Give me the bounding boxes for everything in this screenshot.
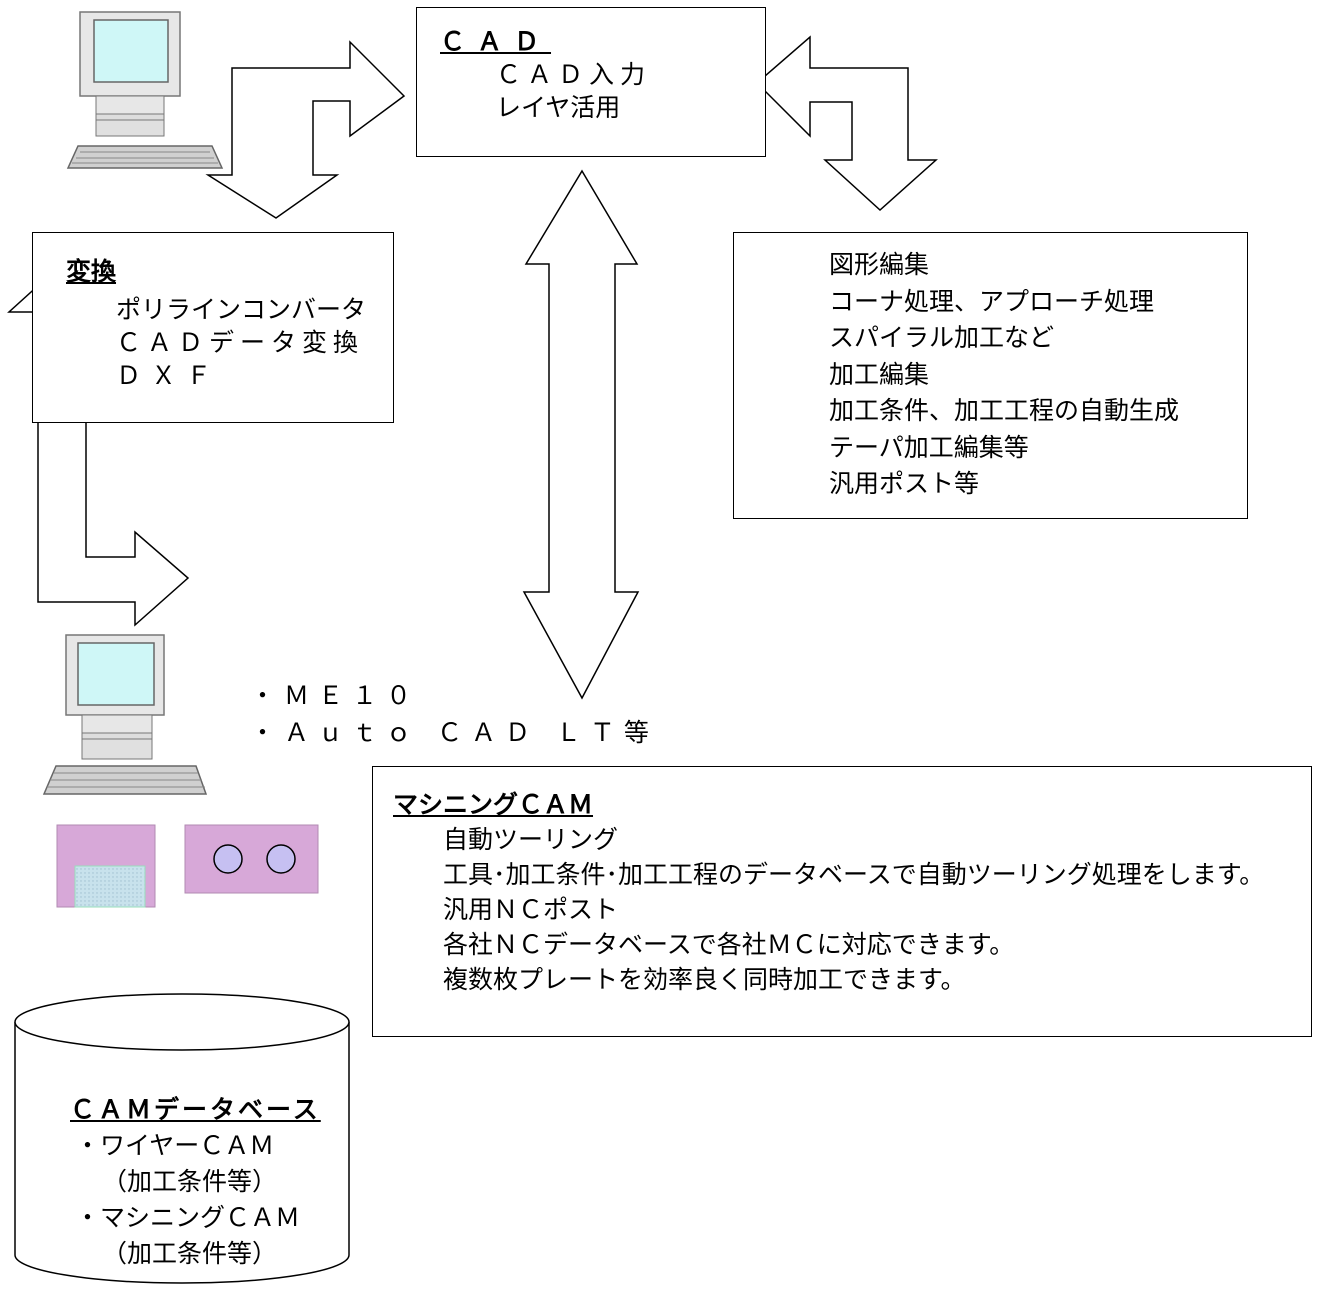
cam-database-title: ＣＡＭデータベース	[70, 1095, 321, 1124]
convert-item: ＣＡＤデータ変換	[116, 328, 365, 357]
arrow-icon	[755, 35, 938, 212]
machining-item: 工具･加工条件･加工工程のデータベースで自動ツーリング処理をします。	[443, 860, 1265, 889]
software-item: ・Ａｕｔｏ ＣＡＤ ＬＴ等	[250, 718, 658, 747]
edit-box	[733, 232, 1248, 519]
machining-item: 自動ツーリング	[443, 825, 619, 854]
machining-cam-title: マシニングＣＡＭ	[393, 790, 594, 819]
convert-title: 変換	[66, 257, 117, 286]
machining-item: 複数枚プレートを効率良く同時加工できます。	[443, 965, 966, 994]
convert-box-text: 変換 ポリラインコンバータ ＣＡＤデータ変換 ＤＸＦ	[66, 255, 366, 392]
cad-item: レイヤ活用	[496, 93, 621, 122]
database-item: ・ワイヤーＣＡＭ	[75, 1131, 275, 1160]
database-item: （加工条件等）	[102, 1167, 278, 1196]
software-list: ・ＭＥ１０ ・Ａｕｔｏ ＣＡＤ ＬＴ等	[250, 677, 658, 751]
edit-item: 図形編集	[829, 250, 930, 279]
cad-box	[416, 7, 766, 157]
edit-item: テーパ加工編集等	[829, 432, 1029, 462]
convert-item: ポリラインコンバータ	[116, 295, 367, 324]
convert-box	[32, 232, 394, 423]
software-item: ・ＭＥ１０	[250, 681, 421, 710]
cam-database-text: ＣＡＭデータベース ・ワイヤーＣＡＭ （加工条件等） ・マシニングＣＡＭ （加工…	[70, 1092, 321, 1272]
database-item: ・マシニングＣＡＭ	[75, 1203, 301, 1232]
arrow-icon	[522, 169, 640, 700]
cad-box-text: ＣＡＤ ＣＡＤ入力 レイヤ活用	[440, 25, 651, 124]
edit-item: 加工編集	[829, 359, 930, 389]
cad-item: ＣＡＤ入力	[496, 60, 652, 89]
machining-item: 各社ＮＣデータベースで各社ＭＣに対応できます。	[443, 930, 1015, 959]
arrow-icon	[205, 40, 406, 219]
tape-cassette-icon	[184, 824, 319, 894]
computer-icon	[66, 11, 224, 169]
edit-item: 汎用ポスト等	[829, 469, 980, 498]
edit-box-text: 図形編集 コーナ処理、アプローチ処理 スパイラル加工など 加工編集 加工条件、加…	[829, 247, 1179, 503]
convert-item: ＤＸＦ	[116, 361, 222, 390]
floppy-disk-icon	[56, 824, 156, 908]
machining-cam-box	[372, 766, 1312, 1037]
cad-title: ＣＡＤ	[440, 27, 552, 56]
computer-icon	[42, 634, 208, 795]
database-cylinder-icon	[14, 993, 350, 1284]
database-item: （加工条件等）	[102, 1239, 278, 1268]
edit-item: スパイラル加工など	[829, 323, 1055, 352]
machining-cam-text: マシニングＣＡＭ 自動ツーリング 工具･加工条件･加工工程のデータベースで自動ツ…	[393, 787, 1264, 997]
edit-item: コーナ処理、アプローチ処理	[829, 286, 1155, 316]
machining-item: 汎用ＮＣポスト	[443, 895, 619, 924]
edit-item: 加工条件、加工工程の自動生成	[829, 396, 1180, 425]
